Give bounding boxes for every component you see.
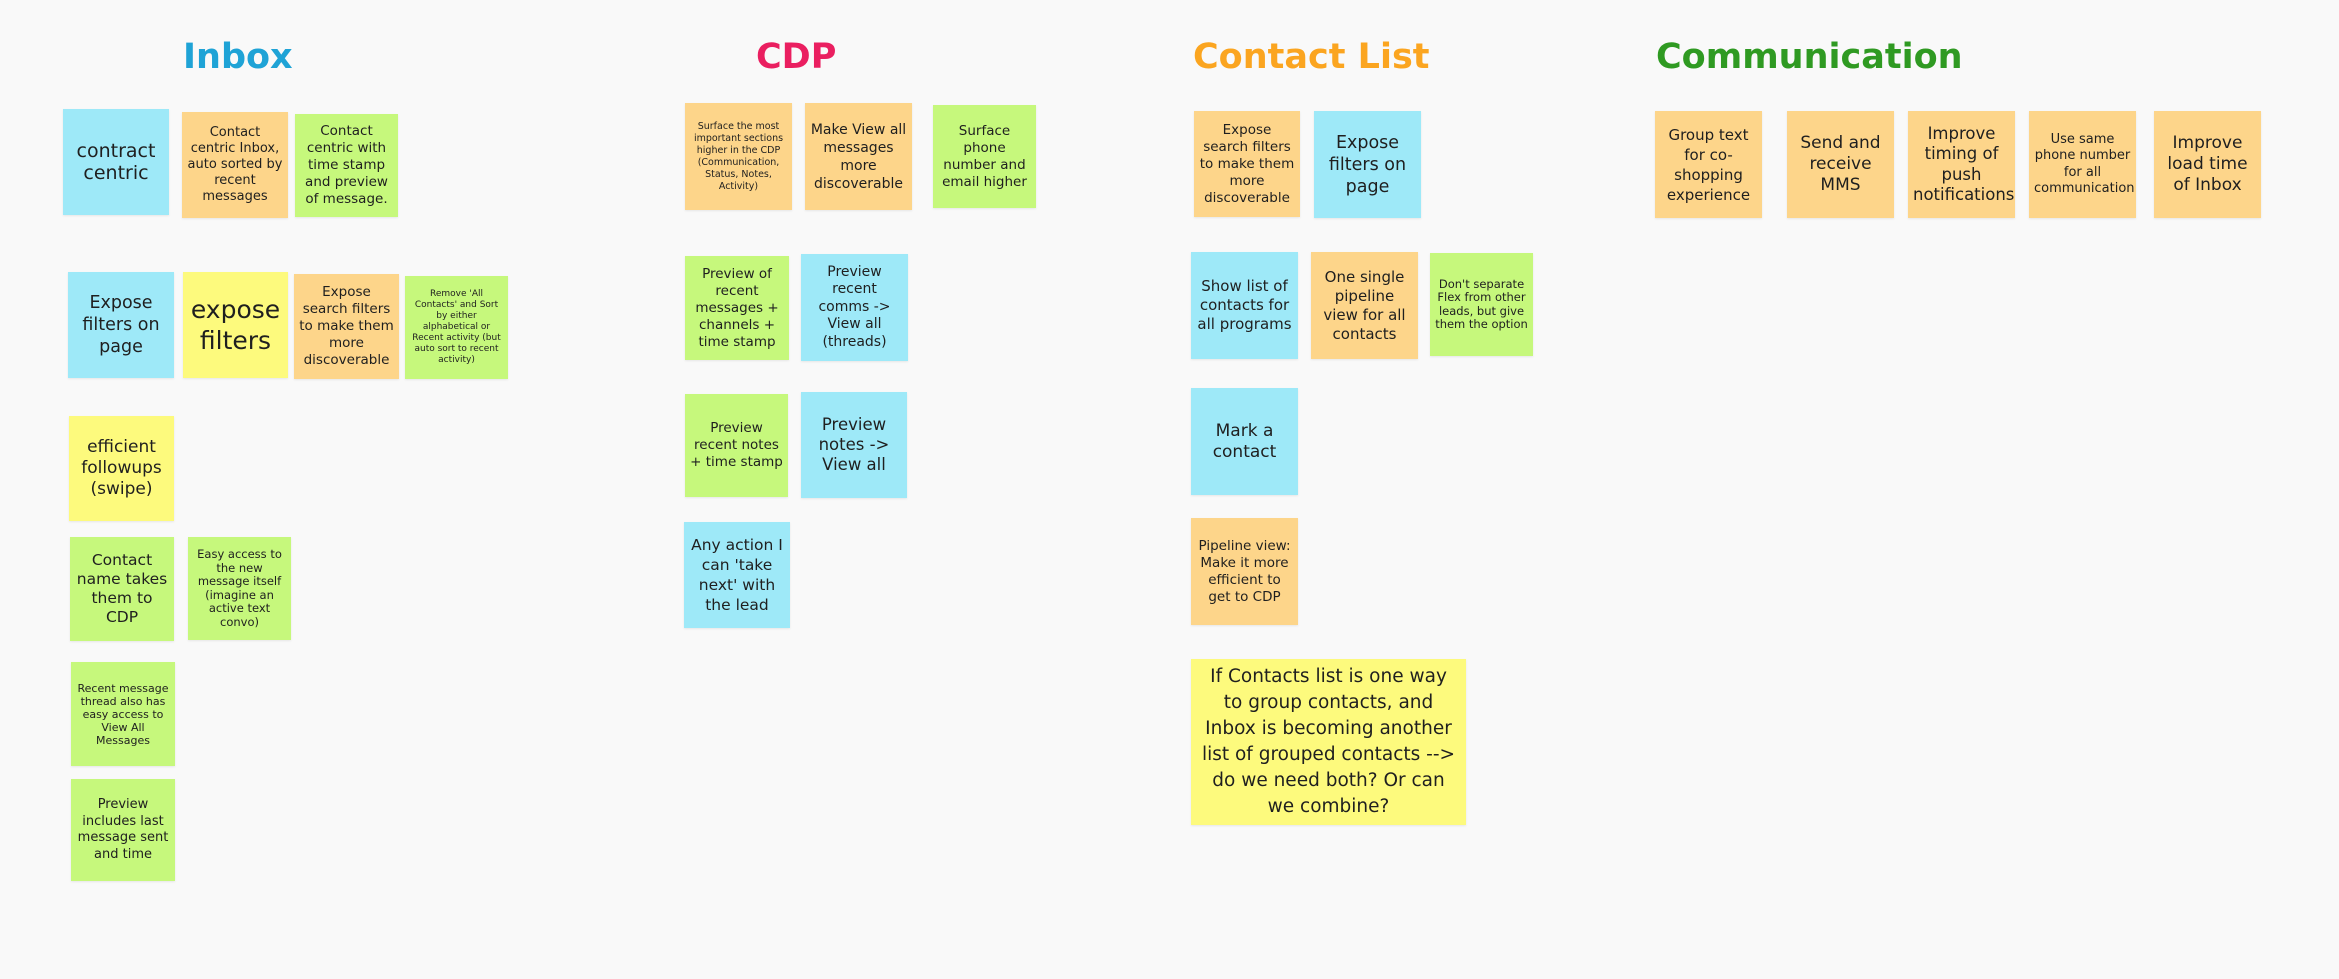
sticky-note[interactable]: Mark a contact bbox=[1191, 388, 1298, 495]
sticky-note[interactable]: Remove 'All Contacts' and Sort by either… bbox=[405, 276, 508, 379]
sticky-note[interactable]: expose filters bbox=[183, 272, 288, 378]
sticky-note[interactable]: Surface phone number and email higher bbox=[933, 105, 1036, 208]
sticky-note[interactable]: Easy access to the new message itself (i… bbox=[188, 537, 291, 640]
sticky-note[interactable]: Expose filters on page bbox=[1314, 111, 1421, 218]
sticky-note[interactable]: Contact centric Inbox, auto sorted by re… bbox=[182, 112, 288, 218]
sticky-note[interactable]: Preview notes -> View all bbox=[801, 392, 907, 498]
sticky-note[interactable]: Improve load time of Inbox bbox=[2154, 111, 2261, 218]
sticky-note[interactable]: Make View all messages more discoverable bbox=[805, 103, 912, 210]
sticky-note[interactable]: If Contacts list is one way to group con… bbox=[1191, 659, 1466, 825]
sticky-note[interactable]: Contact name takes them to CDP bbox=[70, 537, 174, 641]
sticky-note[interactable]: contract centric bbox=[63, 109, 169, 215]
sticky-note[interactable]: Any action I can 'take next' with the le… bbox=[684, 522, 790, 628]
sticky-note[interactable]: Expose search filters to make them more … bbox=[294, 274, 399, 379]
sticky-note[interactable]: Surface the most important sections high… bbox=[685, 103, 792, 210]
sticky-note[interactable]: Don't separate Flex from other leads, bu… bbox=[1430, 253, 1533, 356]
sticky-note[interactable]: Improve timing of push notifications bbox=[1908, 111, 2015, 218]
sticky-note[interactable]: Preview includes last message sent and t… bbox=[71, 779, 175, 881]
sticky-note[interactable]: Preview recent comms -> View all (thread… bbox=[801, 254, 908, 361]
sticky-note[interactable]: Recent message thread also has easy acce… bbox=[71, 662, 175, 766]
sticky-note[interactable]: Preview recent notes + time stamp bbox=[685, 394, 788, 497]
sticky-note[interactable]: Pipeline view: Make it more efficient to… bbox=[1191, 518, 1298, 625]
contact-list-heading: Contact List bbox=[1193, 37, 1430, 77]
sticky-note[interactable]: Group text for co-shopping experience bbox=[1655, 111, 1762, 218]
sticky-note[interactable]: Expose filters on page bbox=[68, 272, 174, 378]
cdp-heading: CDP bbox=[756, 37, 837, 77]
sticky-note[interactable]: Send and receive MMS bbox=[1787, 111, 1894, 218]
sticky-note[interactable]: Preview of recent messages + channels + … bbox=[685, 256, 789, 360]
inbox-heading: Inbox bbox=[183, 37, 293, 77]
sticky-note[interactable]: One single pipeline view for all contact… bbox=[1311, 252, 1418, 359]
communication-heading: Communication bbox=[1656, 37, 1963, 77]
sticky-note[interactable]: Use same phone number for all communicat… bbox=[2029, 111, 2136, 218]
sticky-note[interactable]: Show list of contacts for all programs bbox=[1191, 252, 1298, 359]
sticky-note[interactable]: efficient followups (swipe) bbox=[69, 416, 174, 521]
sticky-note[interactable]: Expose search filters to make them more … bbox=[1194, 111, 1300, 217]
sticky-note[interactable]: Contact centric with time stamp and prev… bbox=[295, 114, 398, 217]
